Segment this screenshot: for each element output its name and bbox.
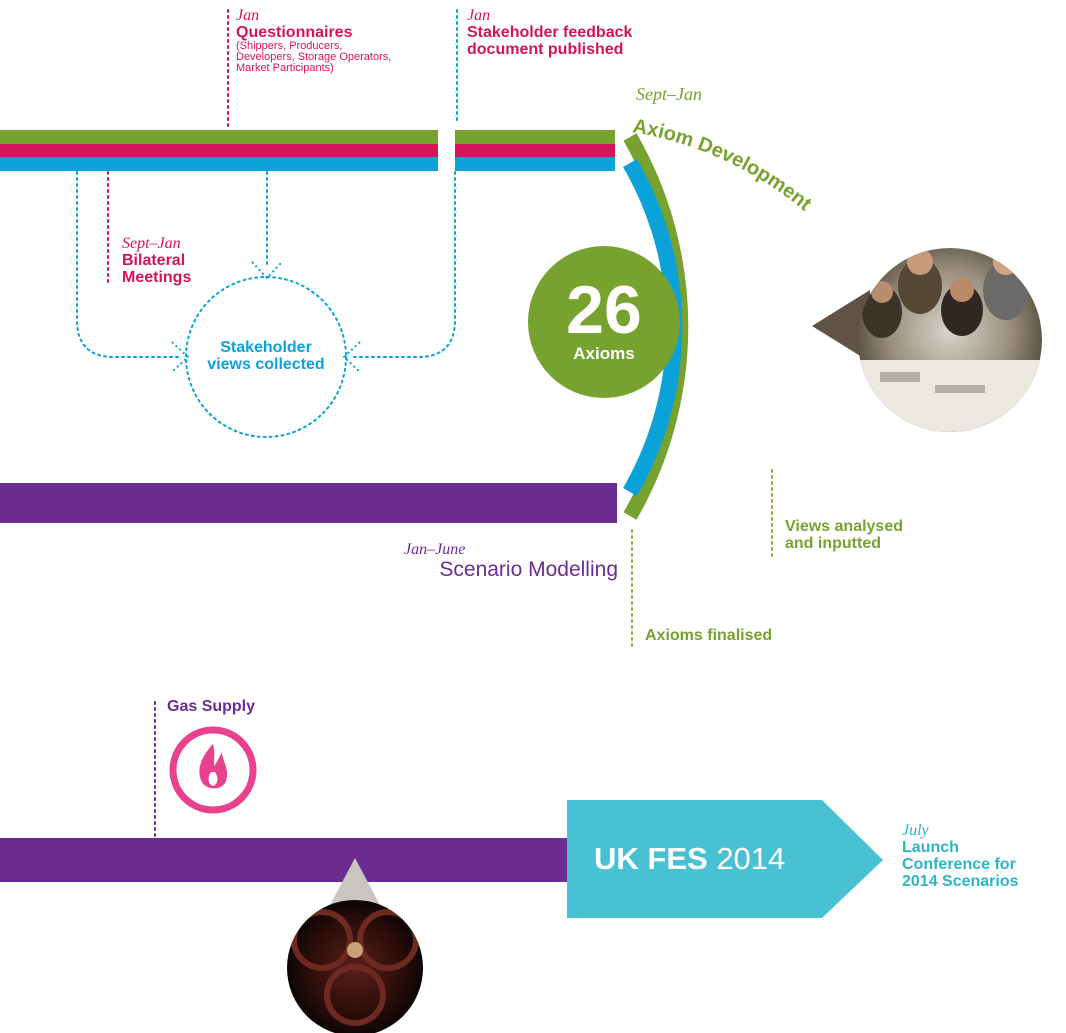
questionnaires-detail-1: (Shippers, Producers,: [236, 40, 343, 52]
green-bar-right: [455, 130, 615, 144]
views-analysed-line-1: Views analysed: [785, 518, 903, 535]
fes-arrow-box: [567, 800, 883, 918]
bilateral-label: Sept–Jan Bilateral Meetings: [122, 235, 192, 287]
launch-line-1: Launch: [902, 839, 959, 856]
gas-supply-text: Gas Supply: [167, 698, 256, 715]
scenario-modelling-bar: [0, 483, 617, 523]
axioms-badge-circle: [528, 246, 680, 398]
views-collected-line-1: Stakeholder: [220, 339, 312, 356]
launch-month: July: [902, 822, 929, 839]
axiom-development-title: Axiom Development: [631, 115, 816, 215]
flame-icon: [169, 726, 257, 814]
feedback-title-1: Stakeholder feedback: [467, 24, 633, 41]
feedback-title-2: document published: [467, 41, 624, 58]
axiom-development-label: Sept–Jan: [636, 84, 702, 104]
blue-bar-right: [455, 157, 615, 171]
fes-label: UK FES 2014: [594, 843, 785, 874]
launch-label: July Launch Conference for 2014 Scenario…: [902, 822, 1019, 891]
launch-line-2: Conference for: [902, 856, 1016, 873]
team-meeting-photo: [812, 248, 1042, 432]
bottom-timeline-bar: [0, 838, 575, 882]
feedback-label: Jan Stakeholder feedback document publis…: [467, 7, 633, 59]
right-collect-connector: [351, 171, 456, 358]
questionnaires-label: Jan Questionnaires (Shippers, Producers,…: [236, 8, 391, 74]
fes-year: 2014: [716, 841, 786, 876]
axiom-development-month: Sept–Jan: [636, 84, 702, 104]
axioms-badge-label: Axioms: [573, 344, 635, 363]
scenario-modelling-title: Scenario Modelling: [439, 558, 618, 581]
launch-line-3: 2014 Scenarios: [902, 873, 1019, 890]
scenario-modelling-label: Jan–June Scenario Modelling: [404, 542, 618, 582]
views-analysed-label: Views analysed and inputted: [785, 518, 903, 552]
arrow-top: [251, 261, 283, 280]
axioms-number: 26: [566, 272, 642, 348]
svg-text:Axiom Development: Axiom Development: [631, 115, 816, 215]
bilateral-title-2: Meetings: [122, 269, 192, 286]
axioms-badge: 26 Axioms: [528, 276, 680, 364]
arrow-left: [171, 341, 190, 373]
views-collected-circle: [185, 276, 347, 438]
pipes-photo: [287, 858, 423, 1033]
fes-bold: UK FES: [594, 841, 708, 876]
views-collected-line-2: views collected: [207, 356, 325, 373]
bilateral-title-1: Bilateral: [122, 252, 186, 269]
top-bars: [0, 130, 615, 171]
questionnaires-detail-2: Developers, Storage Operators,: [236, 51, 392, 63]
axioms-finalised-text: Axioms finalised: [645, 627, 773, 644]
bilateral-month: Sept–Jan: [122, 235, 181, 252]
green-bar-left: [0, 130, 438, 144]
axiom-development-curved-title: Axiom Development: [631, 115, 816, 215]
questionnaires-title: Questionnaires: [236, 24, 353, 41]
views-collected-label: Stakeholder views collected: [186, 339, 346, 373]
blue-bar-left: [0, 157, 438, 171]
gas-supply-label: Gas Supply: [167, 698, 255, 715]
questionnaires-detail-3: Market Participants): [236, 62, 334, 74]
feedback-month: Jan: [467, 7, 491, 24]
arrow-right: [342, 341, 361, 373]
scenario-modelling-month: Jan–June: [404, 541, 466, 558]
axioms-finalised-label: Axioms finalised: [645, 627, 772, 644]
views-analysed-line-2: and inputted: [785, 535, 881, 552]
questionnaires-month: Jan: [236, 7, 260, 24]
crimson-bar-left: [0, 144, 438, 157]
left-collect-connector: [76, 171, 179, 358]
crimson-bar-right: [455, 144, 615, 157]
